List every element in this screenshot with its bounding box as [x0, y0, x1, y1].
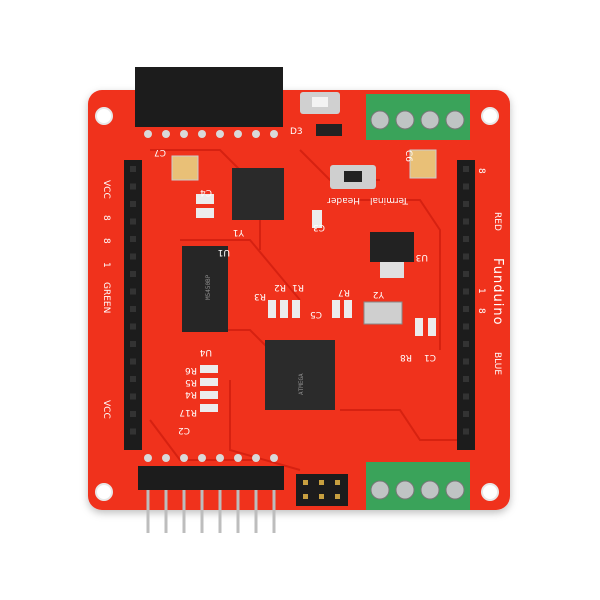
label-r4: R4 — [185, 389, 197, 399]
pin-hole — [130, 236, 136, 242]
label-terminal: Terminal — [370, 195, 409, 205]
header-pin-holes — [130, 166, 469, 435]
pin-hole — [463, 201, 469, 207]
pin-hole — [463, 393, 469, 400]
pin-hole — [130, 428, 136, 435]
pin-hole — [463, 288, 469, 295]
label-y2: Y2 — [373, 289, 385, 299]
capacitor-c6 — [409, 149, 437, 179]
pin-hole — [130, 288, 136, 295]
pin-hole — [130, 218, 136, 225]
label-pin8-top: 8 — [476, 168, 486, 174]
bottom-pin-pads — [144, 454, 278, 462]
pin-hole — [130, 271, 136, 277]
label-u1: U1 — [218, 247, 230, 257]
label-header: Header — [327, 195, 360, 205]
pin-hole — [130, 376, 136, 382]
pin-hole — [463, 323, 469, 330]
icsp-pins — [303, 480, 340, 499]
right-female-header — [457, 160, 475, 450]
label-c6: C6 — [403, 150, 413, 162]
pin-hole — [463, 271, 469, 277]
label-c7: C7 — [154, 147, 166, 157]
pin-hole — [463, 341, 469, 347]
male-header-pins — [146, 490, 276, 533]
reset-button-cap — [312, 97, 328, 107]
pin-hole — [463, 253, 469, 260]
label-u3: U3 — [416, 252, 428, 262]
mcu-marking: ATMEGA — [298, 373, 305, 395]
mounting-holes — [95, 107, 499, 501]
pin-hole — [130, 183, 136, 190]
terminal-screws-bottom — [370, 480, 465, 500]
pin-hole — [130, 358, 136, 365]
left-female-header — [124, 160, 142, 450]
switch-slider — [344, 171, 362, 182]
refdes-labels: C1 C2 C3 C4 C5 C6 C7 R1 R2 R3 R4 R5 R6 R… — [154, 147, 436, 435]
pin-hole — [130, 411, 136, 417]
label-y1: Y1 — [233, 227, 245, 237]
label-r2: R2 — [274, 282, 286, 292]
terminal-screws-top — [370, 110, 465, 130]
bottom-pin-header — [138, 466, 284, 490]
pin-hole — [130, 201, 136, 207]
pin-hole — [463, 376, 469, 382]
pin-hole — [463, 166, 469, 172]
label-r8: R8 — [400, 352, 412, 362]
crystal-y2 — [363, 301, 403, 325]
label-u4: U4 — [199, 347, 212, 357]
label-c3: C3 — [313, 222, 325, 232]
label-pin1-mid: 1 — [476, 288, 486, 294]
mcu-chip — [265, 340, 335, 410]
pin-hole — [130, 393, 136, 400]
pin-hole — [130, 323, 136, 330]
label-r6: R6 — [185, 365, 197, 375]
label-green: GREEN — [101, 282, 111, 313]
pin-hole — [463, 428, 469, 435]
pin-hole — [463, 183, 469, 190]
label-left-1: 1 — [101, 262, 111, 268]
pin-hole — [130, 341, 136, 347]
shift-register-marking: M5450BP — [205, 274, 212, 300]
diode-d3 — [316, 124, 342, 136]
label-c4: C4 — [200, 187, 212, 197]
pin-hole — [463, 236, 469, 242]
top-female-header — [135, 67, 283, 127]
pin-hole — [463, 306, 469, 312]
label-red: RED — [492, 212, 502, 231]
top-header-pads — [144, 130, 278, 138]
label-pin8-mid: 8 — [476, 308, 486, 314]
label-r5: R5 — [185, 377, 197, 387]
regulator-u3 — [370, 232, 414, 262]
pin-hole — [463, 218, 469, 225]
label-c1: C1 — [424, 352, 436, 362]
label-blue: BLUE — [492, 352, 502, 375]
label-left-8: 8 — [101, 215, 111, 221]
brand-funduino: Funduino — [490, 258, 505, 326]
pin-hole — [463, 358, 469, 365]
pin-hole — [463, 411, 469, 417]
smd-resistors — [196, 194, 436, 412]
label-vcc-top: VCC — [101, 180, 111, 199]
usb-chip-u1 — [232, 168, 284, 220]
capacitor-c7 — [171, 155, 199, 181]
regulator-tab — [380, 262, 404, 278]
label-c2: C2 — [178, 425, 190, 435]
pin-hole — [130, 306, 136, 312]
icsp-header — [296, 474, 348, 506]
pin-hole — [130, 253, 136, 260]
label-r17: R17 — [179, 407, 197, 417]
label-left-8b: 8 — [101, 238, 111, 244]
label-r7: R7 — [338, 287, 350, 297]
shift-register-chip — [182, 246, 228, 332]
label-r1: R1 — [292, 282, 304, 292]
label-vcc-bottom: VCC — [101, 400, 111, 419]
label-c5: C5 — [310, 309, 322, 319]
label-r3: R3 — [254, 291, 266, 301]
label-d3: D3 — [290, 127, 303, 137]
pin-hole — [130, 166, 136, 172]
